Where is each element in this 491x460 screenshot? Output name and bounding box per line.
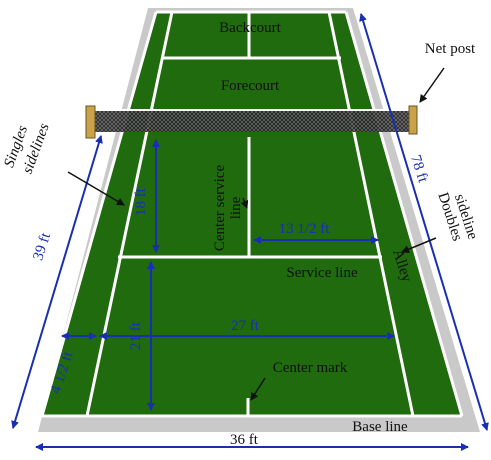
dim-27ft-label: 27 ft (231, 318, 260, 334)
backcourt-label: Backcourt (219, 20, 281, 36)
service-line-label: Service line (286, 265, 358, 281)
dimension-arrows (11, 13, 489, 451)
pointer-center-mark (250, 377, 266, 401)
callout-pointers (67, 67, 445, 401)
arrow-78ft (359, 13, 489, 431)
pointer-singles-sidelines (67, 171, 125, 206)
pointer-center-service-line (240, 197, 249, 209)
base-line-label: Base line (352, 419, 408, 435)
pointer-doubles-sideline (401, 237, 437, 254)
forecourt-label: Forecourt (221, 78, 280, 94)
dim-13-5ft-label: 13 1/2 ft (279, 221, 331, 237)
arrow-39ft (11, 135, 103, 429)
pointer-net-post (419, 67, 445, 103)
dim-39ft-label: 39 ft (30, 230, 54, 262)
center-service-line-label-2: line (228, 196, 244, 219)
net-post-label: Net post (425, 41, 476, 57)
dim-36ft-label: 36 ft (230, 432, 259, 448)
dim-21ft-label: 21 ft (128, 321, 144, 350)
net-post-right (408, 105, 418, 135)
center-service-line-label: Center service (212, 165, 228, 252)
center-mark-label: Center mark (273, 360, 348, 376)
dim-18ft-label: 18 ft (133, 187, 149, 216)
net-post-left (85, 105, 96, 139)
